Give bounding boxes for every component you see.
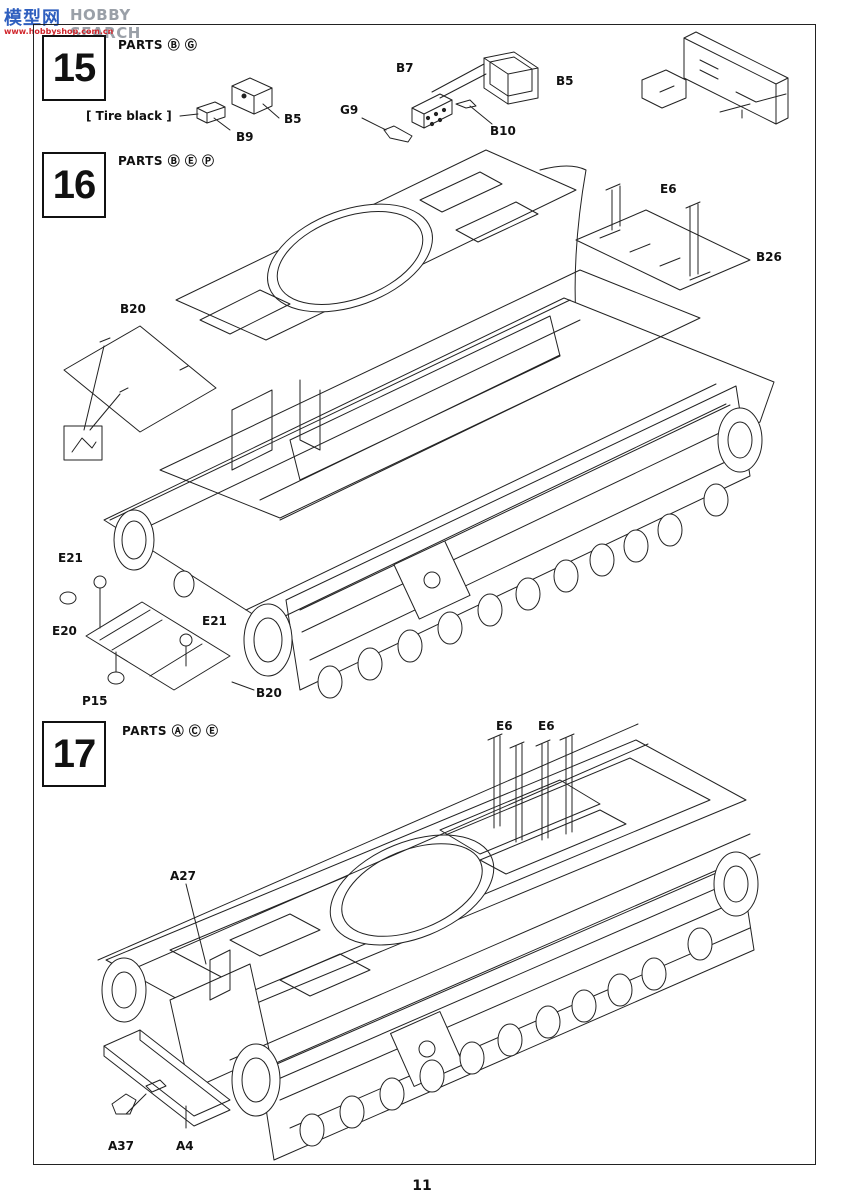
label-a37: A37 [108,1139,134,1153]
label-b20-top: B20 [120,302,146,316]
label-b5-left: B5 [284,112,302,126]
label-a27: A27 [170,869,196,883]
label-e21-left: E21 [58,551,83,565]
step17-drawing [98,724,760,1160]
step15-drawing [180,32,788,142]
label-g9: G9 [340,103,359,117]
step16-drawing [60,150,774,698]
step-15-parts: PARTS Ⓑ Ⓖ [118,38,198,52]
step-16-parts: PARTS Ⓑ Ⓔ Ⓟ [118,154,215,168]
label-a4: A4 [176,1139,194,1153]
label-e6-right: E6 [538,719,555,733]
label-e21-right: E21 [202,614,227,628]
label-b26: B26 [756,250,782,264]
label-e6-left: E6 [496,719,513,733]
label-b20-bottom: B20 [256,686,282,700]
label-b9: B9 [236,130,254,144]
page-number: 11 [412,1178,432,1194]
watermark-url: www.hobbyshop.com.cn [4,27,114,36]
watermark-cn: 模型网 [4,8,61,29]
label-b10: B10 [490,124,516,138]
label-b7: B7 [396,61,414,75]
label-p15: P15 [82,694,108,708]
label-e6: E6 [660,182,677,196]
step-16-number: 16 [42,152,106,218]
step-15-number: 15 [42,35,106,101]
step-17-number: 17 [42,721,106,787]
step-17-parts: PARTS Ⓐ Ⓒ Ⓔ [122,724,219,738]
label-b5-right: B5 [556,74,574,88]
page-frame [33,24,816,1165]
label-tire-black: [ Tire black ] [86,109,172,123]
label-e20: E20 [52,624,77,638]
